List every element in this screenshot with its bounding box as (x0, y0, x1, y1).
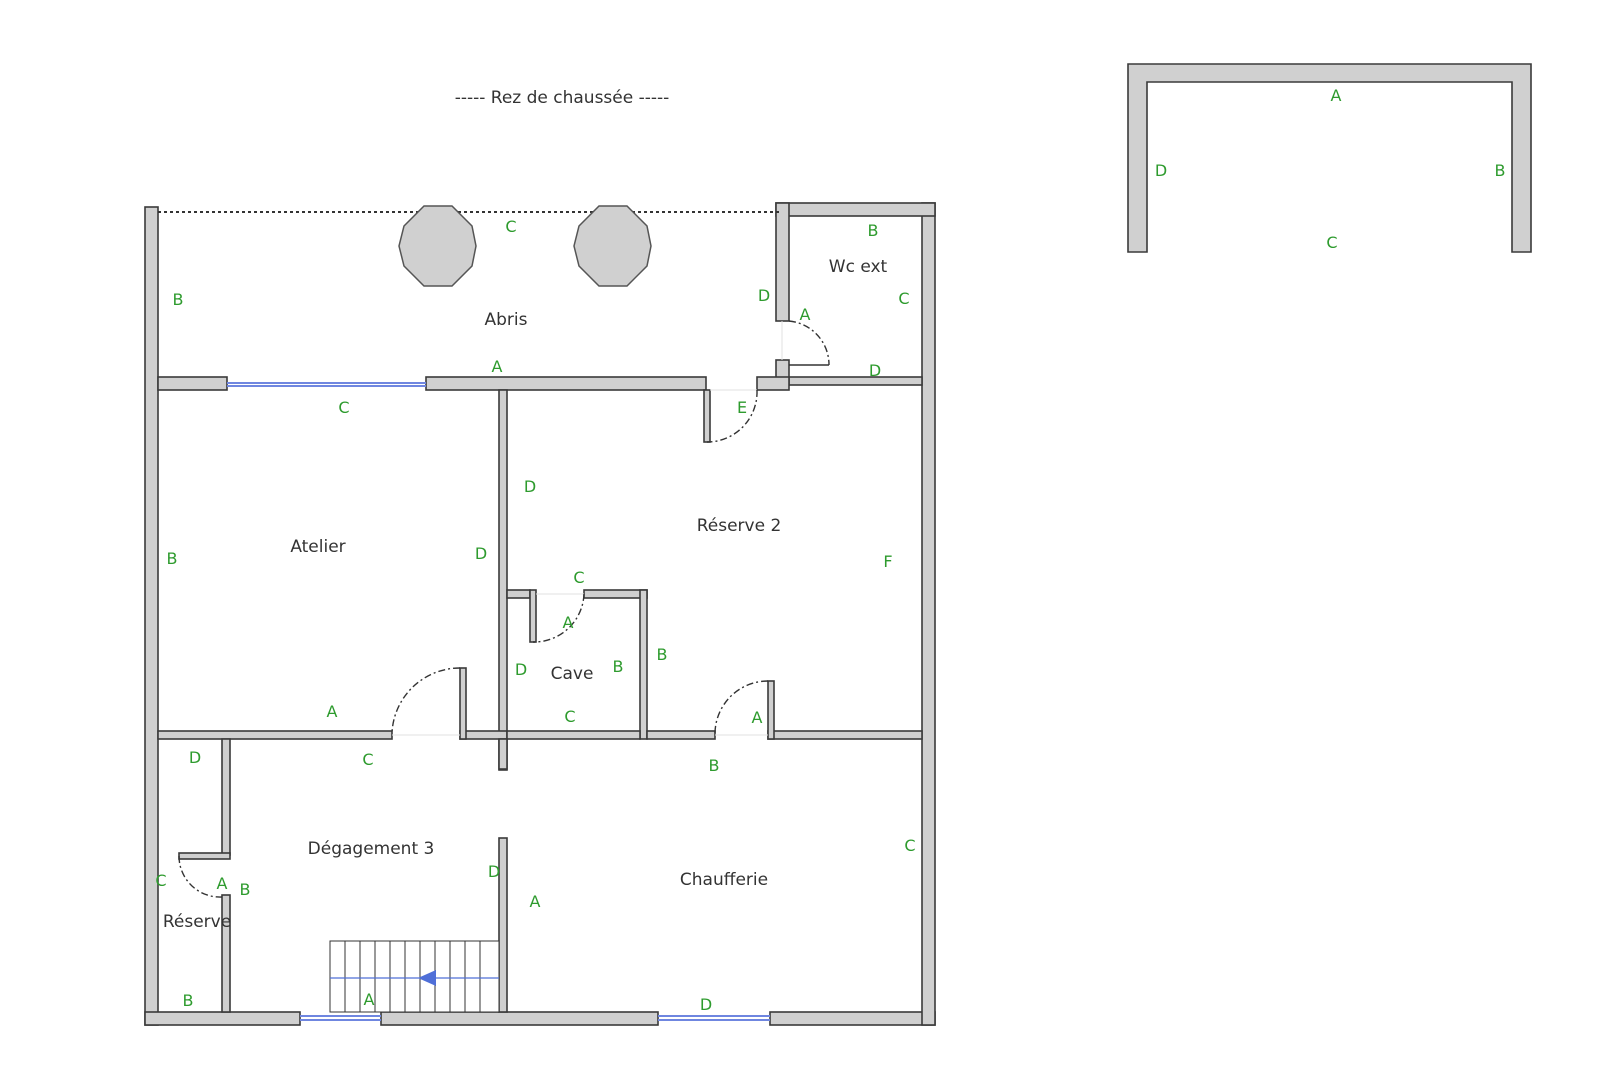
wall-label: A (800, 305, 811, 324)
door-openings (392, 321, 783, 736)
pillar-right (573, 205, 652, 287)
wall-label: D (700, 995, 712, 1014)
wall-label: C (904, 836, 915, 855)
wall-label: B (868, 221, 879, 240)
wall-label: E (737, 398, 747, 417)
wall-label: D (524, 477, 536, 496)
wall-label: C (1326, 233, 1337, 252)
wall-label: B (173, 290, 184, 309)
room-cave: Cave (551, 664, 594, 684)
wall-label: C (338, 398, 349, 417)
wall-label: D (488, 862, 500, 881)
wall-label: C (573, 568, 584, 587)
room-atelier: Atelier (290, 537, 345, 557)
room-labels: Abris Wc ext Atelier Réserve 2 Cave Déga… (163, 257, 888, 932)
wall-label: D (515, 660, 527, 679)
doors (178, 320, 830, 898)
wall-label: D (869, 361, 881, 380)
door-reserve (178, 855, 223, 898)
wall-label: B (709, 756, 720, 775)
wall-label: D (475, 544, 487, 563)
room-chaufferie: Chaufferie (680, 870, 768, 890)
windows (227, 382, 770, 1021)
wall-labels: C B A D B C D A C B D A E D F B A C A D … (155, 86, 1505, 1014)
wall-elevation-diagram (1127, 63, 1532, 253)
door-chaufferie (714, 680, 769, 734)
door-atelier (391, 667, 461, 734)
stairs (329, 940, 500, 1013)
wall-label: A (530, 892, 541, 911)
wall-label: A (364, 990, 375, 1009)
wall-label: B (1495, 161, 1506, 180)
wall-label: A (563, 613, 574, 632)
wall-label: B (657, 645, 668, 664)
wall-label: C (155, 871, 166, 890)
wall-label: A (1331, 86, 1342, 105)
wall-label: D (189, 748, 201, 767)
pillars (398, 205, 652, 287)
stair-arrow-icon (418, 970, 436, 986)
room-abris: Abris (485, 310, 528, 330)
wall-label: C (564, 707, 575, 726)
door-reserve2-e (706, 389, 758, 443)
wall-label: A (492, 357, 503, 376)
door-cave (532, 593, 585, 643)
wall-label: B (613, 657, 624, 676)
wall-label: A (217, 874, 228, 893)
wall-label: B (240, 880, 251, 899)
floor-title: ----- Rez de chaussée ----- (455, 88, 670, 108)
wall-label: A (752, 708, 763, 727)
room-reserve: Réserve (163, 912, 231, 932)
room-degagement-3: Dégagement 3 (308, 839, 435, 859)
room-reserve-2: Réserve 2 (697, 516, 782, 536)
wall-label: C (898, 289, 909, 308)
pillar-left (398, 205, 477, 287)
wall-label: D (1155, 161, 1167, 180)
wall-label: D (758, 286, 770, 305)
wall-label: A (327, 702, 338, 721)
wall-label: C (362, 750, 373, 769)
wall-label: C (505, 217, 516, 236)
wall-label: B (183, 991, 194, 1010)
door-wc (788, 320, 830, 366)
wall-label: B (167, 549, 178, 568)
room-wc-ext: Wc ext (829, 257, 888, 277)
wall-label: F (883, 552, 892, 571)
